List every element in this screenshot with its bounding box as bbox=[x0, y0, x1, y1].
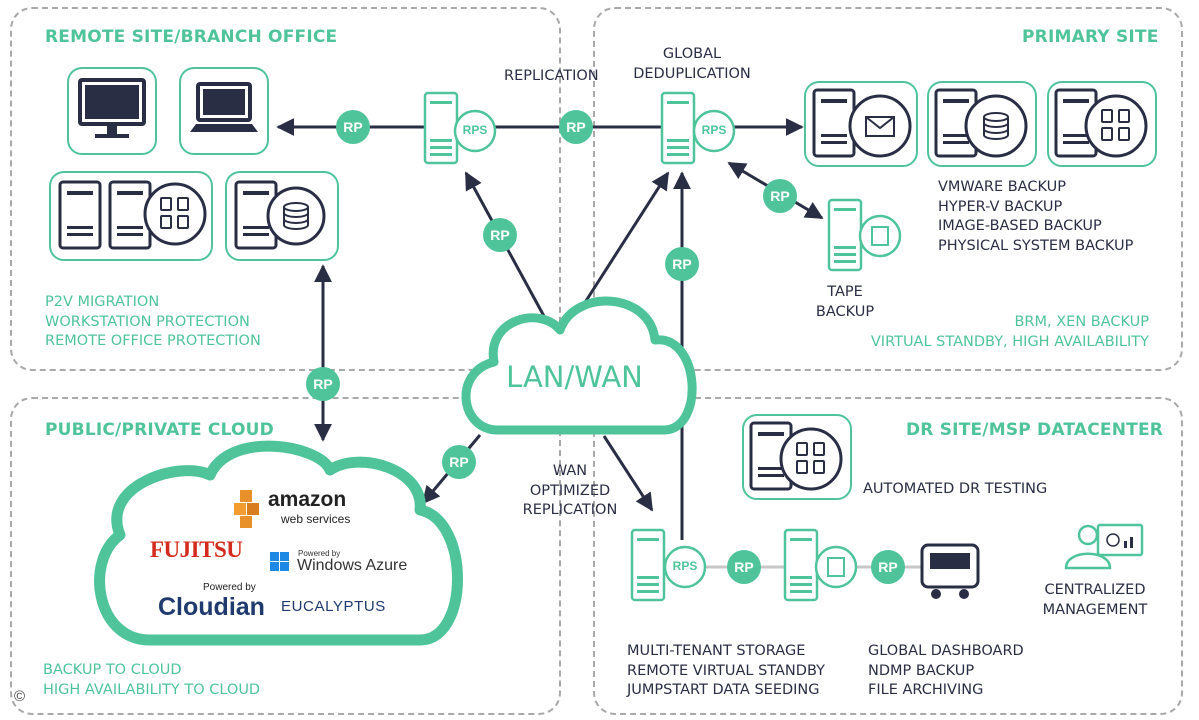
rp-badge-cloud-remote-rps: RP bbox=[483, 218, 517, 252]
global-dedup-line-2: DEDUPLICATION bbox=[633, 65, 751, 82]
dr-features-left: MULTI-TENANT STORAGE REMOTE VIRTUAL STAN… bbox=[627, 642, 825, 701]
tape-backup-icon bbox=[827, 198, 902, 272]
public-cloud-shape bbox=[94, 440, 463, 646]
dr-features-right: GLOBAL DASHBOARD NDMP BACKUP FILE ARCHIV… bbox=[868, 642, 1024, 701]
amazon-wordmark: amazon bbox=[268, 488, 347, 511]
remote-features: P2V MIGRATION WORKSTATION PROTECTION REM… bbox=[45, 293, 261, 352]
cloudian-wordmark: Cloudian bbox=[158, 593, 265, 621]
rp-badge-replication: RP bbox=[559, 110, 593, 144]
mgmt-line-1: CENTRALIZED bbox=[1044, 582, 1146, 598]
primary-database-server-icon bbox=[927, 81, 1037, 167]
remote-server-group-icon bbox=[49, 171, 213, 261]
cloud-title: PUBLIC/PRIVATE CLOUD bbox=[45, 420, 274, 440]
backup-type-4: PHYSICAL SYSTEM BACKUP bbox=[938, 237, 1134, 254]
primary-feature-2: VIRTUAL STANDBY, HIGH AVAILABILITY bbox=[870, 333, 1149, 350]
dr-feature-left-2: REMOTE VIRTUAL STANDBY bbox=[627, 662, 825, 679]
remote-database-server-icon bbox=[225, 171, 339, 261]
wan-opt-line-3: REPLICATION bbox=[522, 502, 618, 518]
cloud-features: BACKUP TO CLOUD HIGH AVAILABILITY TO CLO… bbox=[43, 661, 260, 700]
primary-site-title: PRIMARY SITE bbox=[1022, 27, 1159, 47]
azure-wordmark: Windows Azure bbox=[297, 557, 408, 574]
dr-feature-right-3: FILE ARCHIVING bbox=[868, 682, 984, 698]
rps-remote-icon bbox=[423, 91, 497, 165]
global-dedup-line-1: GLOBAL bbox=[662, 46, 722, 62]
eucalyptus-logo: EUCALYPTUS bbox=[281, 598, 386, 615]
backup-type-3: IMAGE-BASED BACKUP bbox=[938, 218, 1102, 234]
aws-subtitle: web services bbox=[281, 512, 351, 526]
desktop-monitor-icon bbox=[67, 67, 157, 155]
remote-site-zone bbox=[10, 7, 561, 371]
primary-features: BRM, XEN BACKUP VIRTUAL STANDBY, HIGH AV… bbox=[871, 313, 1149, 352]
remote-feature-3: REMOTE OFFICE PROTECTION bbox=[45, 333, 261, 349]
tape-backup-label: TAPE BACKUP bbox=[805, 283, 885, 322]
dr-feature-right-1: GLOBAL DASHBOARD bbox=[868, 643, 1024, 659]
remote-site-title: REMOTE SITE/BRANCH OFFICE bbox=[45, 27, 338, 47]
centralized-management-label: CENTRALIZED MANAGEMENT bbox=[1035, 581, 1155, 620]
rp-badge-remote-cloud: RP bbox=[306, 367, 340, 401]
tape-truck-icon bbox=[920, 543, 980, 599]
windows-flag-icon bbox=[270, 552, 290, 572]
primary-site-zone bbox=[593, 7, 1183, 371]
public-private-cloud-zone bbox=[10, 397, 561, 715]
rp-badge-cloud-primary: RP bbox=[665, 247, 699, 281]
rps-primary-icon bbox=[660, 91, 736, 165]
laptop-icon bbox=[179, 67, 269, 155]
lan-wan-label: LAN/WAN bbox=[506, 360, 643, 394]
copyright-symbol: © bbox=[14, 688, 26, 705]
global-dedup-label: GLOBAL DEDUPLICATION bbox=[622, 45, 762, 84]
rp-badge-lan-public-cloud: RP bbox=[442, 445, 476, 479]
mgmt-line-2: MANAGEMENT bbox=[1042, 601, 1148, 618]
dr-testing-label: AUTOMATED DR TESTING bbox=[863, 481, 1048, 497]
mail-server-icon bbox=[804, 81, 918, 167]
backup-type-1: VMWARE BACKUP bbox=[938, 179, 1066, 195]
wan-opt-line-2: OPTIMIZED bbox=[529, 482, 611, 499]
rps-dr-icon bbox=[630, 528, 707, 602]
aws-cubes-icon bbox=[234, 490, 262, 528]
dr-feature-left-1: MULTI-TENANT STORAGE bbox=[627, 643, 806, 659]
rp-badge-remote-laptop: RP bbox=[336, 110, 370, 144]
primary-storage-server-icon bbox=[1047, 81, 1157, 167]
dr-site-title: DR SITE/MSP DATACENTER bbox=[906, 420, 1164, 440]
rp-badge-dr-chain-1: RP bbox=[727, 550, 761, 584]
fujitsu-logo: FUJITSU bbox=[150, 537, 243, 562]
remote-feature-2: WORKSTATION PROTECTION bbox=[45, 313, 250, 330]
lan-wan-cloud bbox=[461, 296, 697, 435]
cloud-feature-1: BACKUP TO CLOUD bbox=[43, 662, 182, 678]
centralized-management-icon bbox=[1064, 523, 1144, 570]
backup-types: VMWARE BACKUP HYPER-V BACKUP IMAGE-BASED… bbox=[938, 178, 1133, 256]
rps-label-dr: RPS bbox=[672, 559, 698, 573]
rps-label-primary: RPS bbox=[701, 123, 727, 137]
dr-testing-server-icon bbox=[742, 414, 852, 500]
dr-site-zone bbox=[593, 397, 1183, 715]
tape-line-1: TAPE bbox=[827, 284, 863, 300]
dr-archive-server-icon bbox=[783, 528, 858, 602]
dr-feature-right-2: NDMP BACKUP bbox=[868, 662, 975, 679]
cloud-feature-2: HIGH AVAILABILITY TO CLOUD bbox=[43, 681, 261, 698]
wan-optimized-label: WAN OPTIMIZED REPLICATION bbox=[505, 462, 635, 521]
tape-line-2: BACKUP bbox=[815, 303, 875, 320]
backup-type-2: HYPER-V BACKUP bbox=[938, 198, 1063, 215]
remote-feature-1: P2V MIGRATION bbox=[45, 294, 160, 310]
rps-label-remote: RPS bbox=[462, 123, 488, 137]
wan-opt-line-1: WAN bbox=[552, 463, 588, 479]
azure-powered-by: Powered by bbox=[298, 549, 341, 558]
rp-badge-tape: RP bbox=[763, 179, 797, 213]
dr-feature-left-3: JUMPSTART DATA SEEDING bbox=[627, 682, 820, 698]
replication-label: REPLICATION bbox=[504, 68, 599, 84]
rp-badge-dr-chain-2: RP bbox=[871, 550, 905, 584]
cloudian-powered-by: Powered by bbox=[203, 582, 256, 593]
primary-feature-1: BRM, XEN BACKUP bbox=[1014, 314, 1149, 330]
